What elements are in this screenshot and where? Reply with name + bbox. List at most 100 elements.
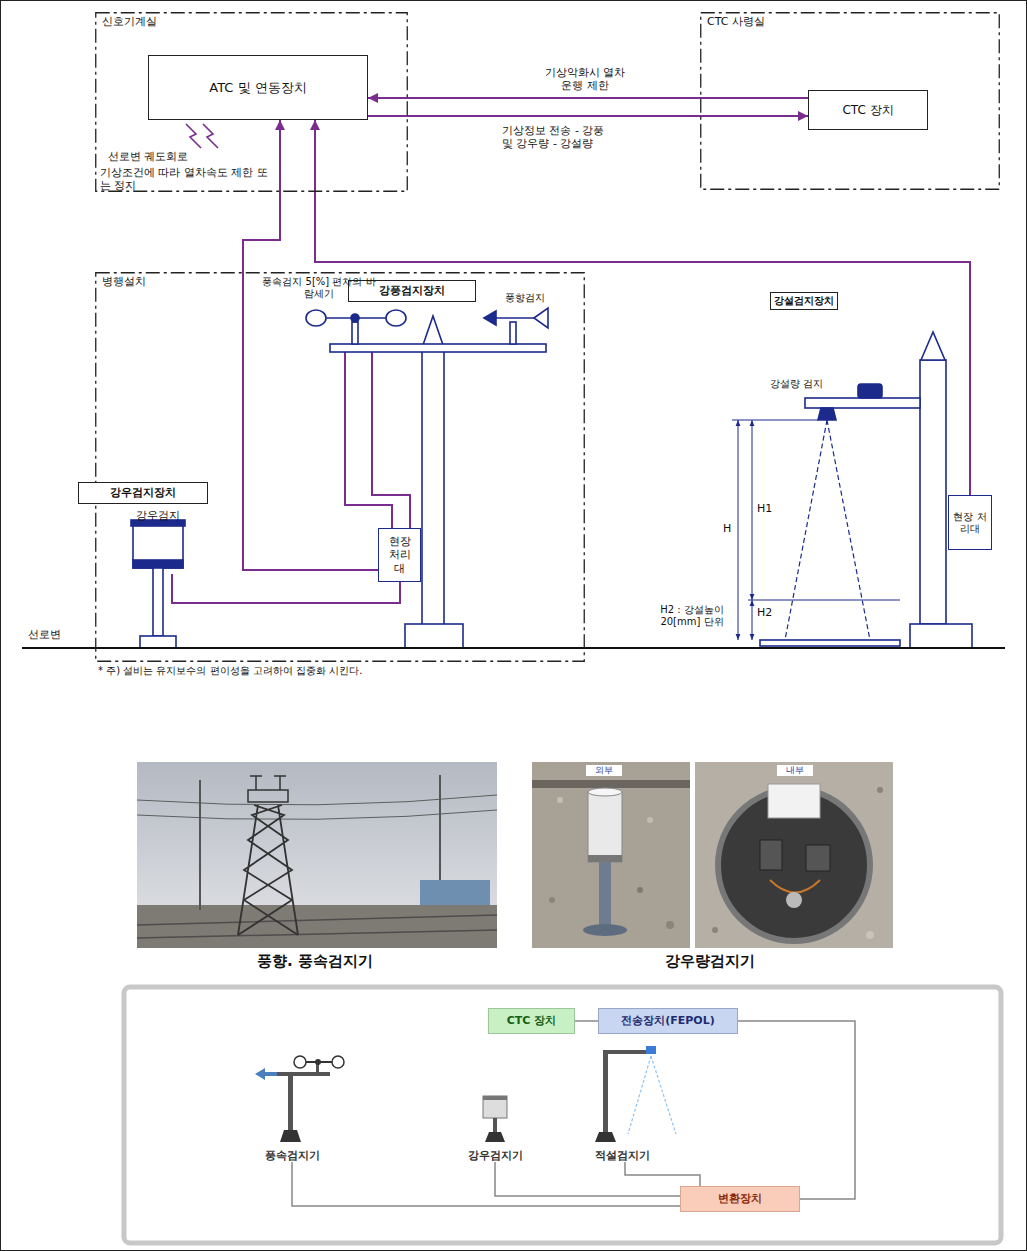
wind-mast (306, 310, 326, 326)
rain-gauge-photo (532, 762, 690, 948)
room-region: CTC 사령실 CTC 장치 (700, 12, 1000, 190)
node-text: 현장 처리대 (951, 511, 989, 535)
rain-gauge-photo (806, 845, 830, 871)
rain-gauge-photo (557, 797, 563, 803)
system-panel (124, 987, 1001, 1243)
wind-mast (510, 322, 516, 344)
converter-box: 변환장치 (680, 1186, 800, 1212)
snow-mast (921, 332, 945, 360)
node-text: 풍속검지기 (265, 1149, 320, 1162)
rain-gauge-photo (549, 897, 555, 903)
lightning-symbol (186, 124, 201, 148)
anemometer-icon (315, 1059, 321, 1065)
rain-gauge-photo (760, 840, 782, 870)
region-border-line (96, 13, 408, 192)
snow-sensor-icon (595, 1132, 616, 1142)
snow-mast (760, 332, 972, 648)
node-text: 신호기계실 (95, 12, 408, 31)
snow-sensor-icon (628, 1056, 676, 1134)
anemometer-icon (332, 1056, 344, 1068)
rain-gauge-photo (583, 924, 627, 936)
anemometer-icon (288, 1075, 293, 1130)
connector (243, 120, 378, 570)
annotation-label: 내부 (777, 765, 813, 776)
node-text: 현장 처리대 (381, 532, 418, 578)
wind-mast (534, 308, 548, 328)
field-processor: 현장 처리대 (378, 528, 421, 582)
node-text: 변환장치 (718, 1192, 762, 1205)
rain-gauge-photo (532, 780, 690, 788)
rain-gauge-photo (588, 788, 622, 796)
ground-line (22, 647, 1005, 649)
rain-gauge (133, 524, 183, 568)
wind-mast (423, 316, 443, 345)
dimension-line (732, 420, 900, 600)
rain-gauge (153, 568, 163, 636)
tower-photo (420, 880, 490, 905)
rain-gauge-photo (666, 921, 674, 929)
snow-sensor-icon (603, 1052, 608, 1132)
rain-gauge-photo (877, 787, 883, 793)
edge-label: 기상악화시 열차운행 제한 (540, 66, 630, 92)
node-text: CTC 장치 (835, 100, 900, 120)
rain-gauge-icon (485, 1132, 505, 1142)
anemometer-icon (255, 1056, 344, 1142)
anemometer-icon (255, 1068, 265, 1080)
region-border (95, 272, 585, 662)
snow-mast (910, 624, 972, 648)
device-tag: 강우검지장치 (78, 482, 208, 504)
tower-photo (137, 795, 497, 819)
rain-gauge (131, 520, 185, 648)
wind-mast (330, 344, 546, 352)
rain-gauge-icon (483, 1096, 507, 1100)
rain-gauge (133, 560, 183, 568)
annotation-label: 선로변 궤도회로 (108, 150, 268, 163)
dimension-line (732, 420, 900, 640)
node-text: 적설검지기 (595, 1149, 650, 1162)
lightning-symbol (186, 124, 218, 148)
rain-gauge-photo (588, 792, 622, 862)
connector (315, 120, 970, 495)
install-region: 병행설치강풍검지장치강우검지장치강우검지현장 처리대 (95, 272, 585, 662)
rain-sensor: 강우검지 (125, 506, 190, 574)
snow-sensor-icon (603, 1050, 651, 1054)
lightning-symbol (203, 124, 218, 148)
rain-gauge-photo (768, 784, 820, 818)
wind-sensor-wire (372, 352, 410, 528)
room-region: 신호기계실 ATC 및 연동장치 (95, 12, 408, 192)
snow-mast (920, 360, 946, 624)
ctc-box: CTC 장치 (488, 1008, 575, 1034)
node-text: 강설검지장치 (774, 295, 834, 307)
annotation-label: 외부 (586, 765, 622, 776)
node-text: 강풍검지장치 (372, 281, 452, 300)
snow-sensor-icon (595, 1046, 676, 1142)
anemometer-icon (294, 1056, 306, 1068)
connector (575, 1020, 598, 1022)
equipment-box: ATC 및 연동장치 (148, 55, 368, 120)
connector (292, 1162, 680, 1206)
dimension-line (738, 420, 739, 640)
rain-gauge-icon (483, 1096, 507, 1118)
annotation-label: H2 : 강설높이 20[mm] 단위 (650, 604, 734, 628)
node-text: CTC 사령실 (700, 12, 1000, 31)
snow-sensor-icon (646, 1046, 656, 1054)
field-processor: 현장 처리대 (948, 495, 992, 550)
connector (625, 1162, 700, 1186)
annotation-label: 기상조건에 따라 열차속도 제한 또는 정지 (100, 166, 270, 192)
annotation-label: 풍속검지 5[%] 편차의 바람세기 (262, 276, 376, 300)
rain-gauge-photo (866, 931, 874, 939)
snow-mast (818, 408, 836, 420)
node-text: ATC 및 연동장치 (202, 77, 313, 99)
sensor-icon: 풍속검지기 (235, 1048, 350, 1162)
wind-sensor-wire (345, 352, 410, 528)
tower-photo (137, 915, 497, 938)
rain-gauge-icon (483, 1096, 507, 1142)
anemometer-icon (265, 1072, 277, 1076)
node-text: CTC 장치 (507, 1014, 556, 1027)
wind-sensor-wire (345, 352, 392, 528)
detection-cone (785, 420, 870, 640)
photo-caption: 강우량검지기 (555, 952, 865, 970)
equipment-box: CTC 장치 (808, 90, 928, 130)
